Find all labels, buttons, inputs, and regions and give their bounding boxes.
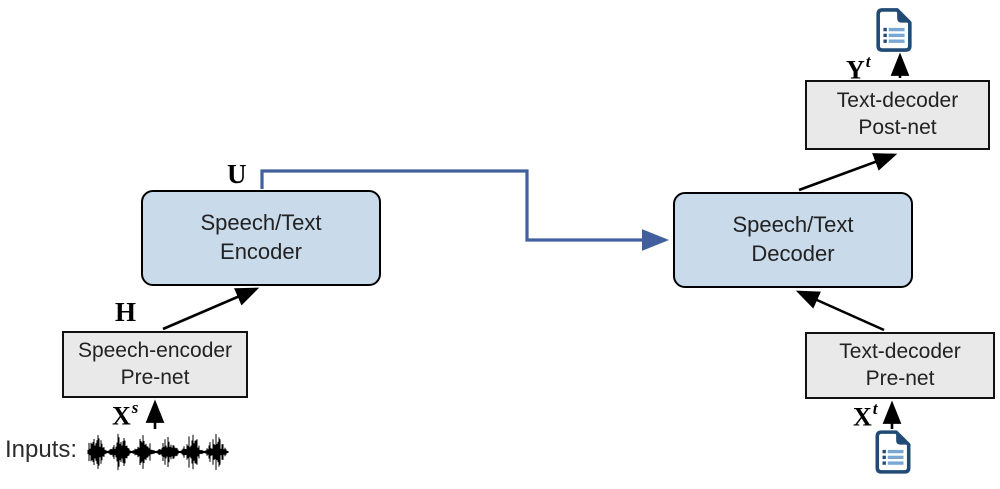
arrow-text-prenet-to-decoder [795,290,885,332]
text-postnet-label-line2: Post-net [858,116,937,139]
speech-encoder-prenet-box: Speech-encoder Pre-net [62,331,248,398]
label-U: U [227,159,247,189]
text-prenet-label-line2: Pre-net [865,366,935,390]
speech-prenet-label-line2: Pre-net [120,365,190,389]
label-H: H [115,297,137,327]
label-Y-t: Yt [846,52,871,85]
decoder-label-line1: Speech/Text [732,212,854,238]
label-X-t: Xt [853,399,878,432]
text-decoder-postnet-box: Text-decoder Post-net [805,80,990,150]
arrow-decoder-to-postnet [798,153,898,192]
speech-prenet-label-line1: Speech-encoder [77,338,233,362]
encoder-label-line1: Speech/Text [200,210,322,236]
speech-waveform-icon [87,433,229,471]
speech-text-decoder-box: Speech/Text Decoder [673,192,913,288]
speech-text-encoder-box: Speech/Text Encoder [141,190,381,286]
arrow-speech-prenet-to-encoder [162,287,260,331]
encoder-label-line2: Encoder [220,239,302,264]
inputs-caption: Inputs: [5,436,78,463]
label-X-s: Xs [112,398,139,431]
text-decoder-prenet-box: Text-decoder Pre-net [805,332,995,399]
document-input-icon [875,430,911,474]
text-prenet-label-line1: Text-decoder [839,339,961,363]
text-postnet-label-line1: Text-decoder [836,89,959,113]
decoder-label-line2: Decoder [751,241,835,266]
document-output-icon [876,8,912,52]
